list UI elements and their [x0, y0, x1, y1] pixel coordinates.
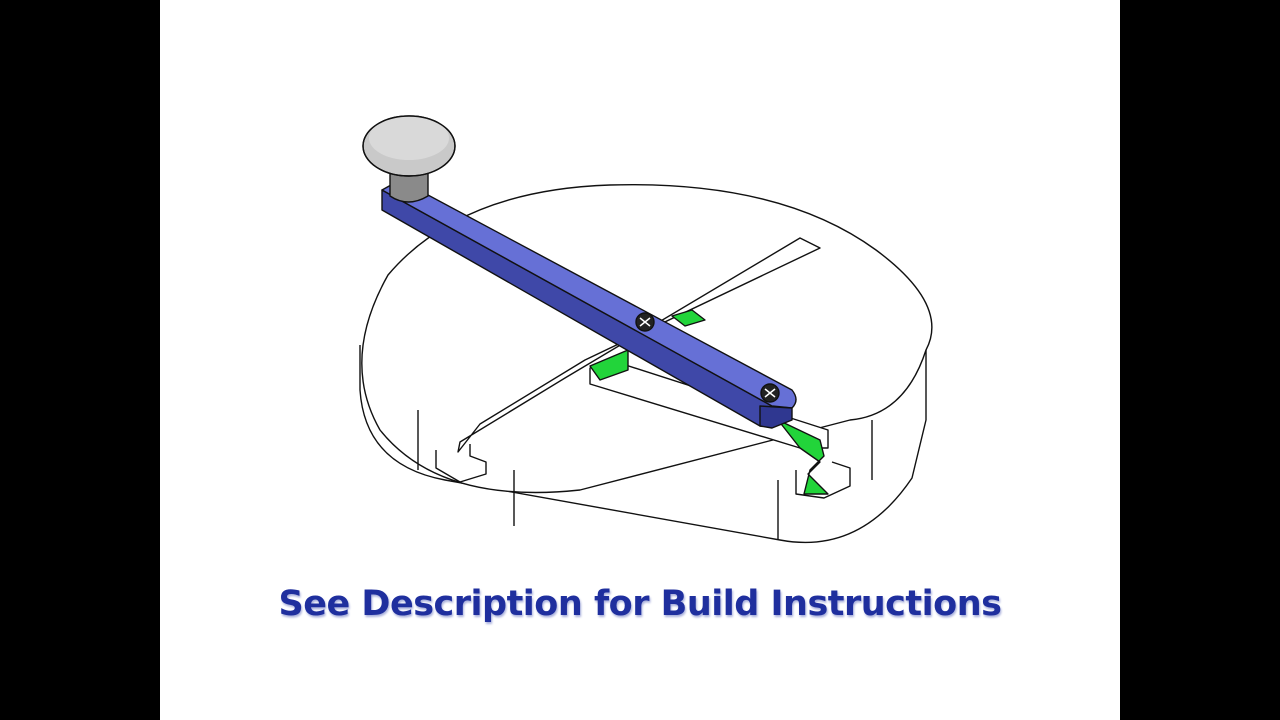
t-slot-profile-left — [435, 444, 487, 483]
slide-canvas: See Description for Build Instructions — [160, 0, 1120, 720]
build-instructions-caption: See Description for Build Instructions — [278, 584, 1002, 624]
slot-fill-center — [589, 349, 629, 381]
cross-slot-a — [457, 237, 821, 453]
pivot-arm-end — [759, 405, 793, 429]
slot-fill-mid — [671, 309, 706, 327]
slot-fill-end — [777, 419, 829, 495]
screw — [635, 312, 655, 332]
screw — [760, 383, 780, 403]
t-slot-profile-right — [795, 461, 851, 499]
jig-illustration — [359, 115, 933, 544]
knob — [362, 115, 456, 203]
